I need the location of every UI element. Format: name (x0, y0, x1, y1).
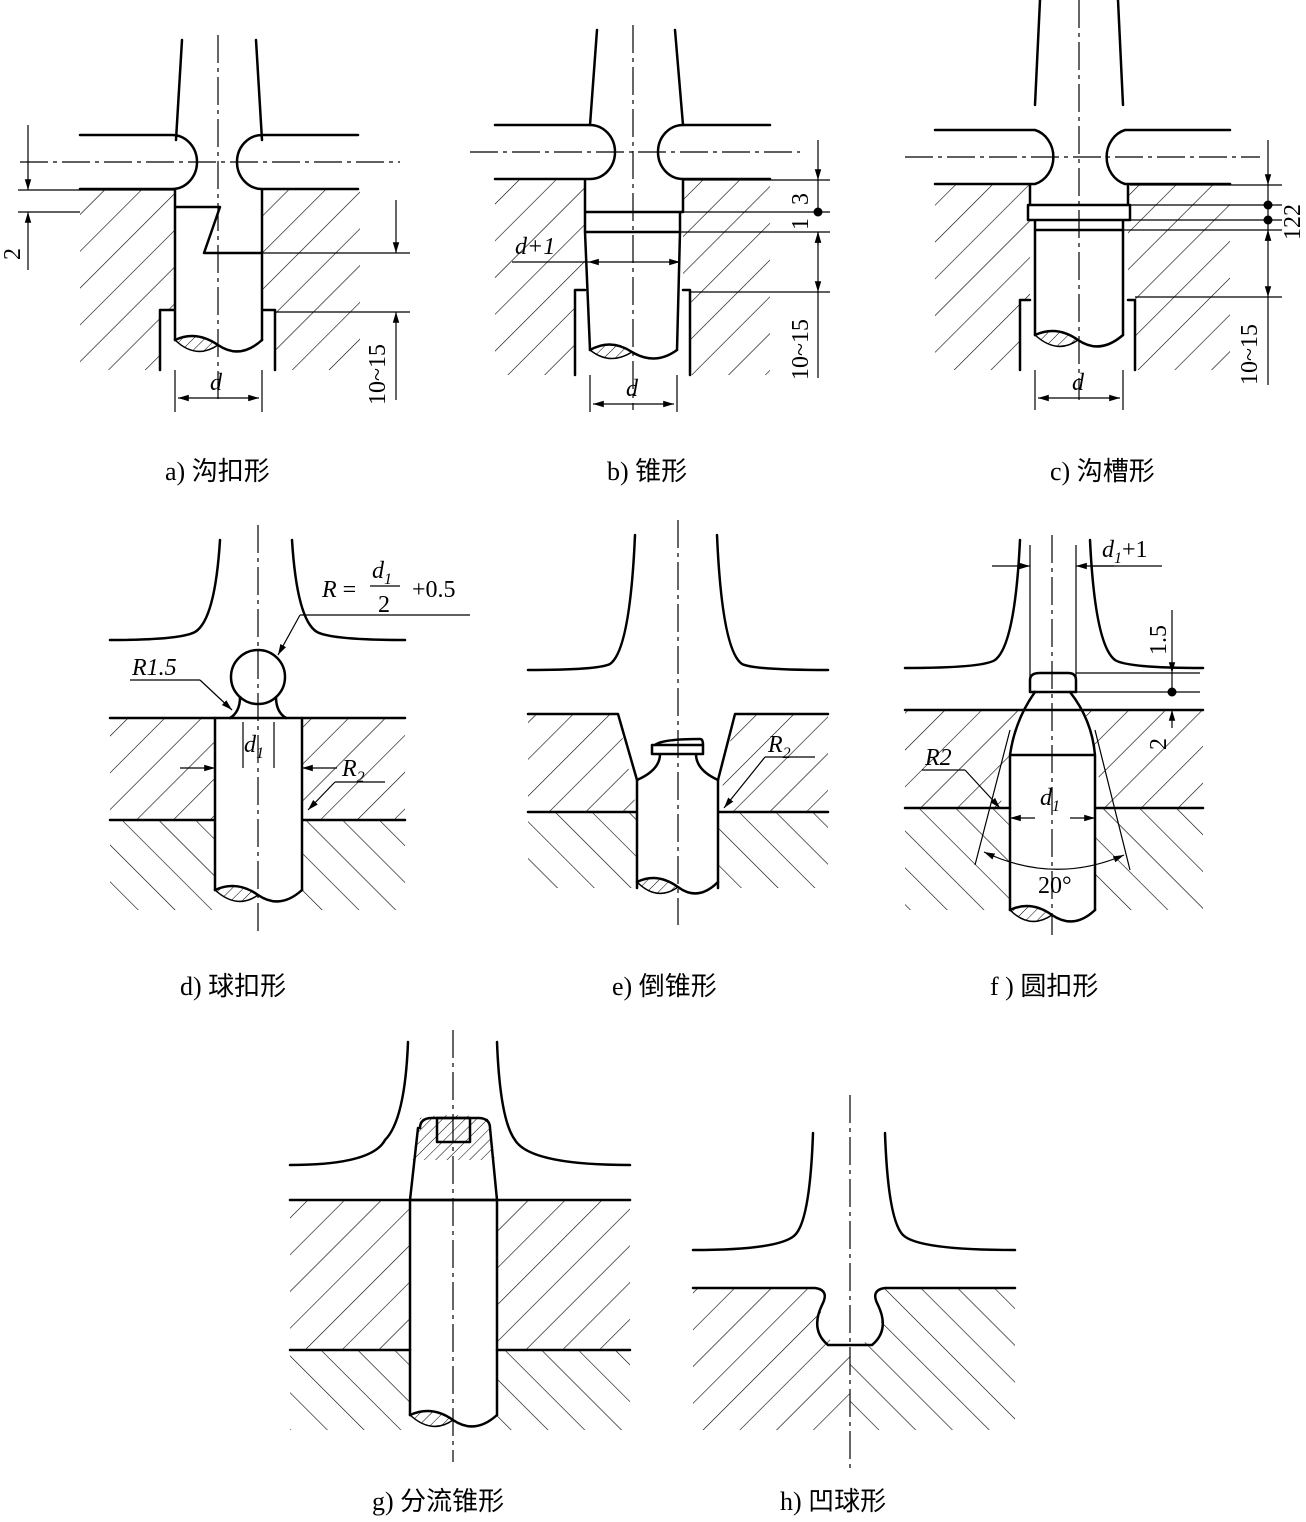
a-mold-plate (80, 190, 175, 370)
f-dim-2: 2 (1146, 738, 1172, 750)
c-puller-outline (1018, 183, 1137, 372)
figure-a: 2 10~15 d a) 沟扣形 (0, 35, 410, 486)
h-concave-ball (691, 1286, 1017, 1347)
caption-a: a) 沟扣形 (165, 457, 270, 486)
e-R2: R2 (767, 732, 791, 762)
c-dim-10-15: 10~15 (1237, 324, 1263, 385)
caption-b: b) 锥形 (607, 457, 687, 486)
b-dim-d: d (626, 376, 639, 402)
b-dim-1: 1 (788, 218, 814, 230)
a-sprue-left (174, 38, 184, 142)
d-R-plus: +0.5 (412, 577, 456, 603)
figure-d: R = d1 2 +0.5 R1.5 d1 R2 d) 球扣形 (108, 525, 470, 1001)
f-dim-1-5: 1.5 (1146, 625, 1172, 655)
d-R15: R1.5 (131, 655, 177, 681)
c-mold-plate (935, 185, 1030, 370)
a-dim-d: d (210, 370, 223, 396)
b-dim-3: 3 (788, 193, 814, 205)
caption-f: f ) 圆扣形 (990, 972, 1098, 1001)
a-dim-2: 2 (0, 248, 26, 260)
b-puller-outline (573, 178, 692, 377)
a-dim-10-15: 10~15 (365, 344, 391, 405)
d-R-num: d1 (372, 558, 392, 588)
c-mold-plate-right (1128, 185, 1230, 370)
f-angle: 20° (1038, 873, 1072, 899)
figure-c: 122 10~15 d c) 沟槽形 (905, 0, 1306, 486)
f-R2: R2 (924, 745, 952, 771)
f-dim-d1: d1 (1040, 785, 1060, 815)
f-round-head (1028, 671, 1078, 694)
d-dim-d1: d1 (244, 732, 264, 762)
f-d1-plus-1: d1+1 (1102, 537, 1148, 567)
figure-g: g) 分流锥形 (288, 1030, 632, 1516)
figure-h: h) 凹球形 (691, 1095, 1017, 1516)
figure-f: d1+1 1.5 2 R2 d1 20° f ) 圆扣形 (903, 535, 1205, 1001)
caption-g: g) 分流锥形 (372, 1487, 504, 1516)
b-dim-d-plus-1: d+1 (515, 234, 555, 260)
caption-c: c) 沟槽形 (1050, 457, 1155, 486)
a-puller-outline (158, 188, 277, 372)
caption-h: h) 凹球形 (780, 1487, 886, 1516)
b-mold-plate-right (683, 180, 770, 375)
d-R2: R2 (341, 756, 365, 786)
a-sprue-right (254, 38, 264, 142)
figure-e: R2 e) 倒锥形 (526, 520, 830, 1001)
b-dim-10-15: 10~15 (788, 319, 814, 380)
figure-b: 3 1 10~15 d+1 d b) 锥形 (470, 25, 830, 486)
c-dim-d: d (1072, 370, 1085, 396)
caption-e: e) 倒锥形 (612, 972, 717, 1001)
e-cone-head (635, 737, 720, 782)
b-mold-plate (495, 180, 585, 375)
caption-d: d) 球扣形 (180, 972, 286, 1001)
d-R-den: 2 (378, 592, 390, 618)
a-mold-plate-right (262, 190, 360, 370)
d-R-formula: R = (321, 577, 356, 603)
c-dim-122: 122 (1280, 204, 1306, 240)
